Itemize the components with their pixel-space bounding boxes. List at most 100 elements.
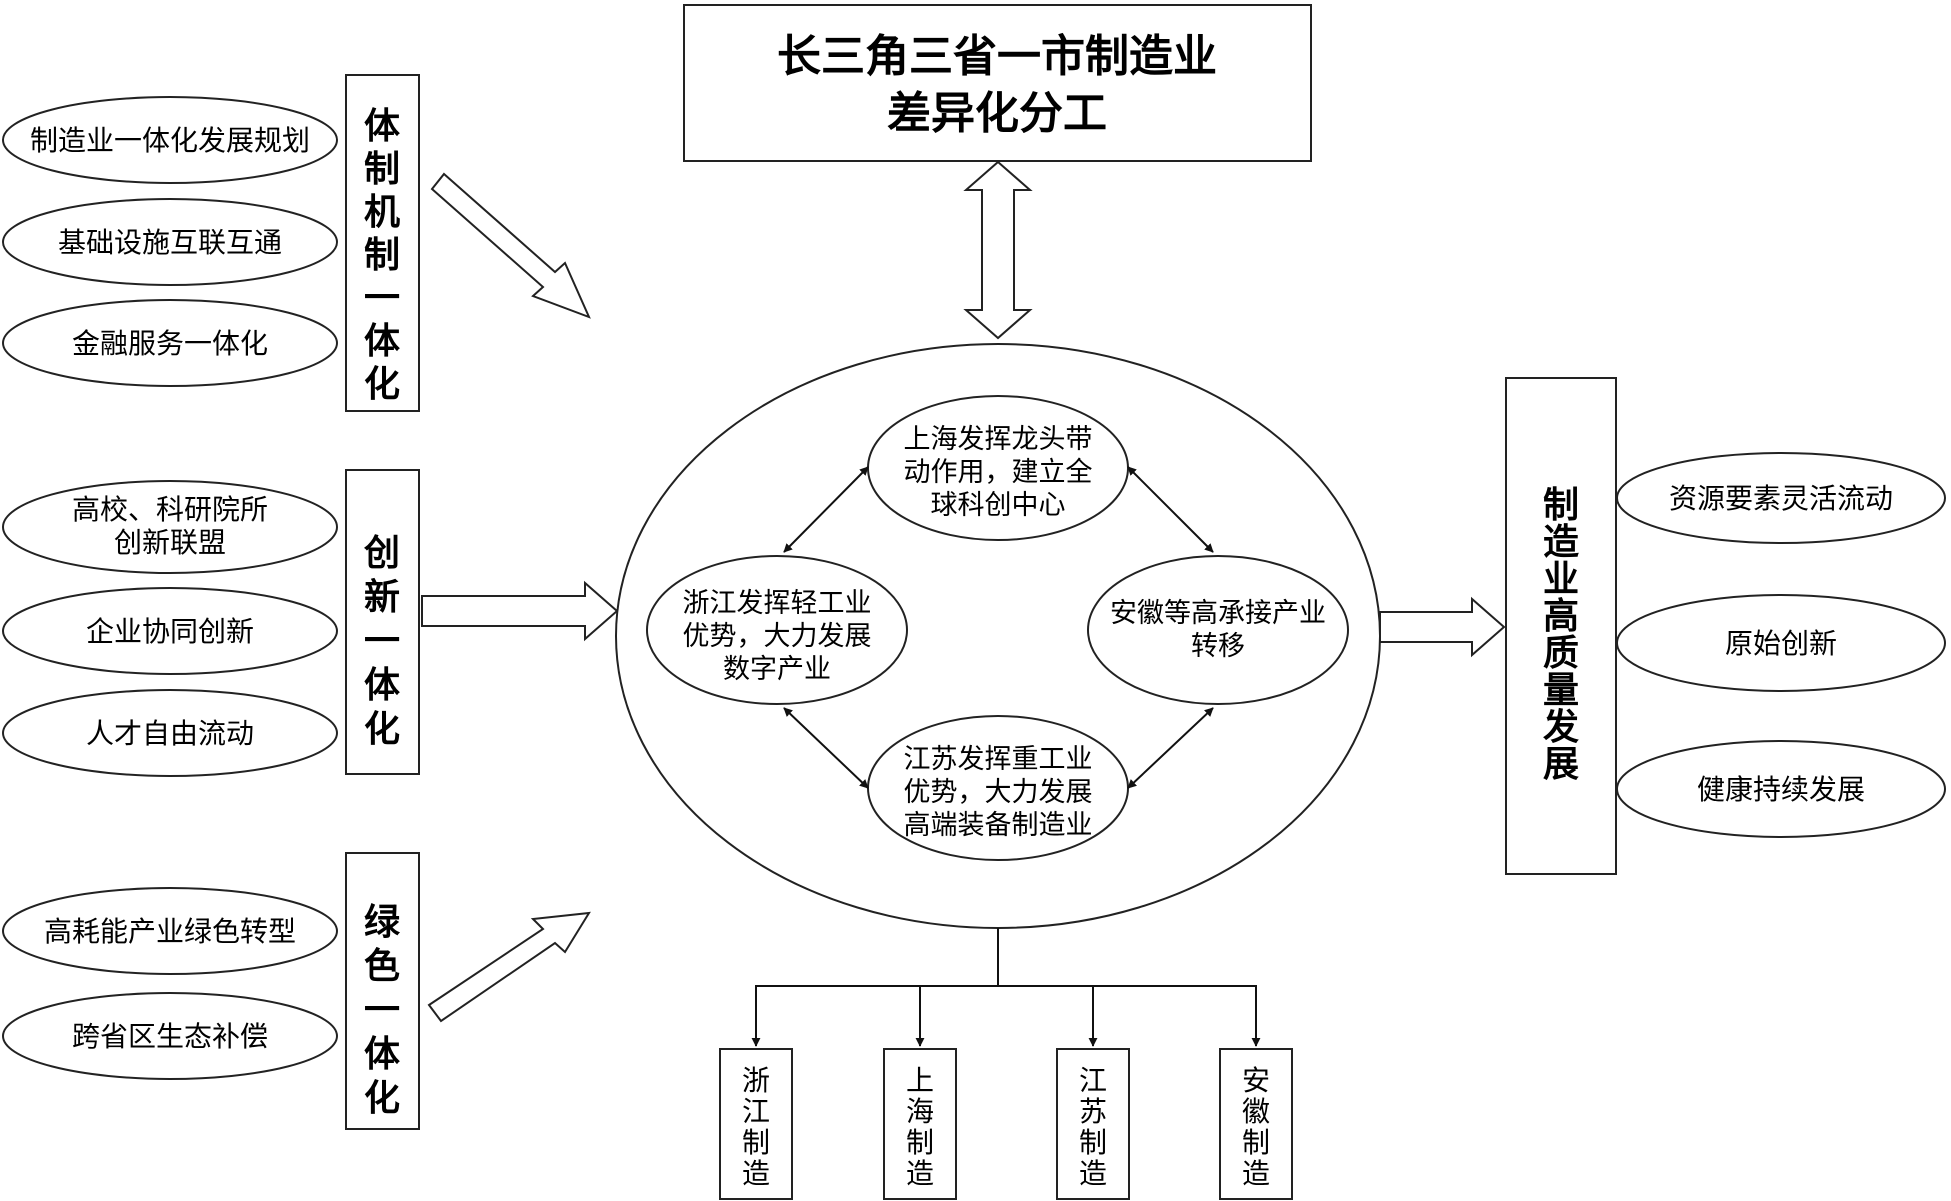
jiangsu-anhui-arrow bbox=[1127, 707, 1214, 789]
svg-text:体: 体 bbox=[364, 1034, 400, 1075]
svg-text:造: 造 bbox=[1242, 1157, 1270, 1190]
group-innovation: 高校、科研院所 创新联盟 企业协同创新 人才自由流动 创 新 一 体 化 bbox=[2, 469, 420, 777]
svg-text:苏: 苏 bbox=[1079, 1095, 1107, 1128]
svg-text:制: 制 bbox=[1079, 1126, 1107, 1159]
shanghai-line-1: 上海发挥龙头带 bbox=[904, 424, 1093, 455]
institution-label: 体 制 机 制 一 体 化 bbox=[364, 106, 400, 405]
innovation-item-2: 企业协同创新 bbox=[86, 615, 254, 648]
institution-to-center-arrow bbox=[430, 172, 591, 319]
institution-item-3-oval bbox=[2, 299, 338, 387]
zhejiang-line-3: 数字产业 bbox=[723, 654, 831, 685]
right-item-2-oval bbox=[1616, 594, 1946, 692]
svg-text:一: 一 bbox=[364, 990, 400, 1031]
green-label: 绿 色 一 体 化 bbox=[364, 902, 401, 1119]
bottom-connector bbox=[751, 928, 1261, 1047]
jiangsu-node: 江苏发挥重工业 优势，大力发展 高端装备制造业 bbox=[867, 715, 1129, 861]
svg-text:制: 制 bbox=[742, 1126, 770, 1159]
innovation-item-3: 人才自由流动 bbox=[86, 717, 254, 750]
innovation-item-3-oval bbox=[2, 689, 338, 777]
svg-text:化: 化 bbox=[364, 709, 400, 750]
zhejiang-oval bbox=[646, 555, 908, 705]
svg-text:体: 体 bbox=[364, 665, 400, 706]
shanghai-node: 上海发挥龙头带 动作用，建立全 球科创中心 bbox=[867, 395, 1129, 541]
right-item-1: 资源要素灵活流动 bbox=[1669, 482, 1893, 515]
svg-text:新: 新 bbox=[364, 577, 400, 618]
svg-text:海: 海 bbox=[906, 1095, 934, 1128]
zhejiang-line-1: 浙江发挥轻工业 bbox=[683, 588, 872, 619]
svg-text:一: 一 bbox=[364, 278, 400, 319]
green-item-2-oval bbox=[2, 992, 338, 1080]
institution-item-3: 金融服务一体化 bbox=[72, 327, 268, 360]
svg-text:量: 量 bbox=[1543, 670, 1579, 711]
svg-text:制: 制 bbox=[1242, 1126, 1270, 1159]
svg-text:造: 造 bbox=[742, 1157, 770, 1190]
anhui-oval bbox=[1087, 555, 1349, 705]
anhui-manufacturing-box: 安 徽 制 造 bbox=[1219, 1048, 1293, 1200]
jiangsu-line-2: 优势，大力发展 bbox=[904, 777, 1093, 808]
institution-item-1: 制造业一体化发展规划 bbox=[30, 124, 310, 157]
svg-text:制: 制 bbox=[364, 149, 400, 190]
anhui-line-1: 安徽等高承接产业 bbox=[1110, 598, 1326, 629]
group-institution: 制造业一体化发展规划 基础设施互联互通 金融服务一体化 体 制 机 制 一 体 … bbox=[2, 74, 420, 412]
svg-text:江: 江 bbox=[1079, 1064, 1107, 1097]
jiangsu-line-1: 江苏发挥重工业 bbox=[904, 744, 1093, 775]
innovation-item-1-oval bbox=[2, 480, 338, 574]
green-item-1: 高耗能产业绿色转型 bbox=[44, 915, 296, 948]
title-line-2: 差异化分工 bbox=[887, 88, 1107, 139]
svg-text:江: 江 bbox=[742, 1095, 770, 1128]
right-item-3: 健康持续发展 bbox=[1697, 773, 1865, 806]
shanghai-line-3: 球科创中心 bbox=[931, 490, 1066, 521]
svg-text:发: 发 bbox=[1543, 707, 1579, 748]
zhejiang-manufacturing-box: 浙 江 制 造 bbox=[719, 1048, 793, 1200]
jiangsu-manufacturing-box: 江 苏 制 造 bbox=[1056, 1048, 1130, 1200]
institution-item-1-oval bbox=[2, 96, 338, 184]
svg-text:绿: 绿 bbox=[364, 902, 401, 943]
innovation-item-1-line-1: 高校、科研院所 bbox=[72, 493, 268, 526]
shanghai-anhui-arrow bbox=[1127, 466, 1214, 553]
zhejiang-jiangsu-arrow bbox=[783, 707, 869, 789]
innovation-label: 创 新 一 体 化 bbox=[364, 533, 400, 750]
right-label-box bbox=[1505, 377, 1617, 875]
svg-text:高: 高 bbox=[1543, 596, 1579, 637]
institution-label-box bbox=[345, 74, 420, 412]
svg-text:化: 化 bbox=[364, 364, 400, 405]
zhejiang-line-2: 优势，大力发展 bbox=[683, 621, 872, 652]
green-label-box bbox=[345, 852, 420, 1130]
right-label: 制 造 业 高 质 量 发 展 bbox=[1543, 485, 1579, 785]
svg-text:造: 造 bbox=[1543, 522, 1579, 563]
green-item-2: 跨省区生态补偿 bbox=[72, 1020, 268, 1053]
anhui-node: 安徽等高承接产业 转移 bbox=[1087, 555, 1349, 705]
institution-item-2: 基础设施互联互通 bbox=[58, 226, 282, 259]
svg-text:制: 制 bbox=[364, 235, 400, 276]
zhejiang-node: 浙江发挥轻工业 优势，大力发展 数字产业 bbox=[646, 555, 908, 705]
svg-text:造: 造 bbox=[906, 1157, 934, 1190]
svg-text:创: 创 bbox=[364, 533, 400, 574]
svg-text:业: 业 bbox=[1543, 559, 1579, 600]
svg-text:制: 制 bbox=[1543, 485, 1579, 526]
svg-text:展: 展 bbox=[1543, 744, 1579, 785]
title-box: 长三角三省一市制造业 差异化分工 bbox=[683, 4, 1312, 162]
svg-text:机: 机 bbox=[364, 192, 400, 233]
svg-text:一: 一 bbox=[364, 621, 400, 662]
right-item-1-oval bbox=[1616, 452, 1946, 544]
title-line-1: 长三角三省一市制造业 bbox=[777, 31, 1217, 82]
green-item-1-oval bbox=[2, 887, 338, 975]
svg-text:质: 质 bbox=[1543, 633, 1579, 674]
svg-text:上: 上 bbox=[906, 1064, 934, 1097]
svg-text:体: 体 bbox=[364, 106, 400, 147]
group-green: 高耗能产业绿色转型 跨省区生态补偿 绿 色 一 体 化 bbox=[2, 852, 420, 1130]
shanghai-manufacturing-box: 上 海 制 造 bbox=[883, 1048, 957, 1200]
shanghai-line-2: 动作用，建立全 bbox=[904, 457, 1093, 488]
right-item-2: 原始创新 bbox=[1725, 627, 1837, 660]
green-to-center-arrow bbox=[427, 911, 591, 1023]
institution-item-2-oval bbox=[2, 198, 338, 286]
jiangsu-line-3: 高端装备制造业 bbox=[904, 810, 1093, 841]
svg-text:徽: 徽 bbox=[1242, 1095, 1270, 1128]
right-item-3-oval bbox=[1616, 740, 1946, 838]
title-double-arrow bbox=[963, 160, 1033, 340]
zhejiang-shanghai-arrow bbox=[783, 466, 869, 553]
innovation-item-2-oval bbox=[2, 587, 338, 675]
right-group: 制 造 业 高 质 量 发 展 资源要素灵活流动 原始创新 健康持续发展 bbox=[1505, 377, 1946, 875]
svg-text:制: 制 bbox=[906, 1126, 934, 1159]
innovation-label-box bbox=[345, 469, 420, 775]
